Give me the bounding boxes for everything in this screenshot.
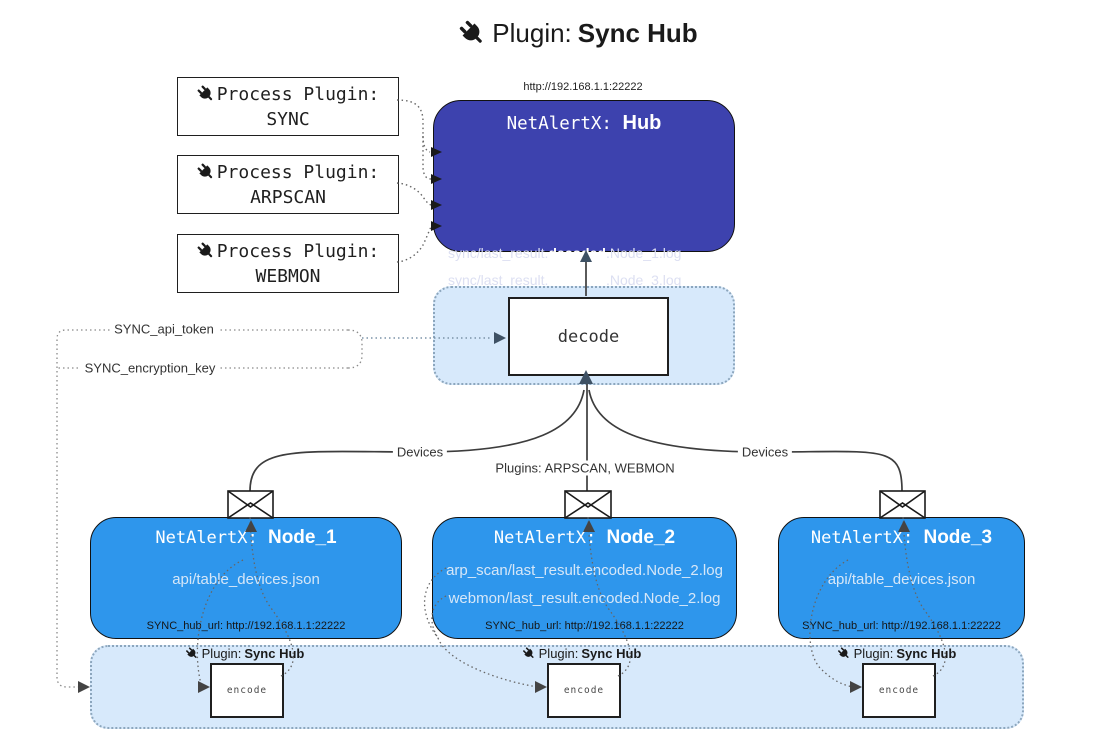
envelope-icon — [879, 490, 926, 519]
node-file-line: api/table_devices.json — [172, 571, 320, 588]
encode-box: encode — [547, 663, 621, 718]
devices-edge-label: Devices — [737, 444, 793, 460]
process-plugin-label: Process Plugin: — [197, 82, 380, 107]
envelope-icon — [227, 490, 274, 519]
page-title-prefix: Plugin: — [492, 18, 572, 48]
process-plugin-label: Process Plugin: — [197, 160, 380, 185]
process-plugin-text: Process Plugin: — [216, 240, 380, 262]
node-title: NetAlertX: Node_1 — [155, 527, 337, 548]
node-hub-url: SYNC_hub_url: http://192.168.1.1:22222 — [485, 620, 684, 632]
plugin-to-hub-dotted-edges — [396, 99, 432, 263]
devices-edge-label: Devices — [392, 444, 448, 460]
hub-file-line: sync/last_result.decoded.Node_3.log — [448, 272, 682, 288]
page-title-bold: Sync Hub — [577, 18, 698, 48]
encode-box: encode — [210, 663, 284, 718]
process-plugin-box-arpscan: Process Plugin: ARPSCAN — [177, 155, 399, 214]
node-box-node1: NetAlertX: Node_1 api/table_devices.json… — [90, 517, 402, 639]
process-plugin-name: SYNC — [266, 108, 310, 130]
sync-encryption-key-label: SYNC_encryption_key — [80, 360, 220, 376]
decode-label: decode — [557, 326, 620, 347]
process-plugin-text: Process Plugin: — [216, 161, 380, 183]
process-plugin-name: ARPSCAN — [250, 186, 326, 208]
node-file-line: webmon/last_result.encoded.Node_2.log — [448, 590, 721, 607]
sync-api-token-label: SYNC_api_token — [110, 321, 218, 337]
envelope-icons — [227, 490, 926, 519]
node-box-node3: NetAlertX: Node_3 api/table_devices.json… — [778, 517, 1025, 639]
decode-box: decode — [508, 297, 669, 376]
strip-plugin-label: Plugin: Sync Hub — [183, 644, 304, 662]
node-title: NetAlertX: Node_3 — [810, 527, 993, 548]
page-title: Plugin: Sync Hub — [20, 18, 1117, 49]
plugins-edge-label: Plugins: ARPSCAN, WEBMON — [491, 460, 679, 476]
plug-icon — [835, 644, 853, 662]
node-box-node2: NetAlertX: Node_2 arp_scan/last_result.e… — [432, 517, 737, 639]
plug-icon — [520, 644, 538, 662]
hub-title: NetAlertX: Hub — [434, 112, 734, 135]
process-plugin-box-sync: Process Plugin: SYNC — [177, 77, 399, 136]
process-plugin-box-webmon: Process Plugin: WEBMON — [177, 234, 399, 293]
node-hub-url: SYNC_hub_url: http://192.168.1.1:22222 — [146, 620, 346, 632]
plug-icon — [193, 81, 218, 106]
envelope-icon — [564, 490, 612, 519]
plug-icon — [183, 644, 201, 662]
node-hub-url: SYNC_hub_url: http://192.168.1.1:22222 — [802, 620, 1001, 632]
strip-plugin-label: Plugin: Sync Hub — [520, 644, 641, 662]
node-title: NetAlertX: Node_2 — [493, 527, 676, 548]
process-plugin-text: Process Plugin: — [216, 83, 380, 105]
encode-box: encode — [862, 663, 936, 718]
process-plugin-label: Process Plugin: — [197, 239, 380, 264]
hub-title-prefix: NetAlertX: — [506, 114, 623, 134]
hub-box: NetAlertX: Hub sync/last_result.decoded.… — [433, 100, 735, 335]
node-file-line: arp_scan/last_result.encoded.Node_2.log — [446, 562, 723, 579]
plug-icon — [193, 238, 218, 263]
node-file-line: api/table_devices.json — [827, 571, 976, 588]
hub-title-bold: Hub — [622, 112, 662, 134]
strip-plugin-label: Plugin: Sync Hub — [835, 644, 956, 662]
hub-url-label: http://192.168.1.1:22222 — [523, 81, 643, 93]
plug-icon — [193, 159, 218, 184]
plug-icon — [454, 14, 492, 52]
process-plugin-name: WEBMON — [255, 265, 321, 287]
hub-file-line: sync/last_result.decoded.Node_1.log — [448, 245, 682, 261]
